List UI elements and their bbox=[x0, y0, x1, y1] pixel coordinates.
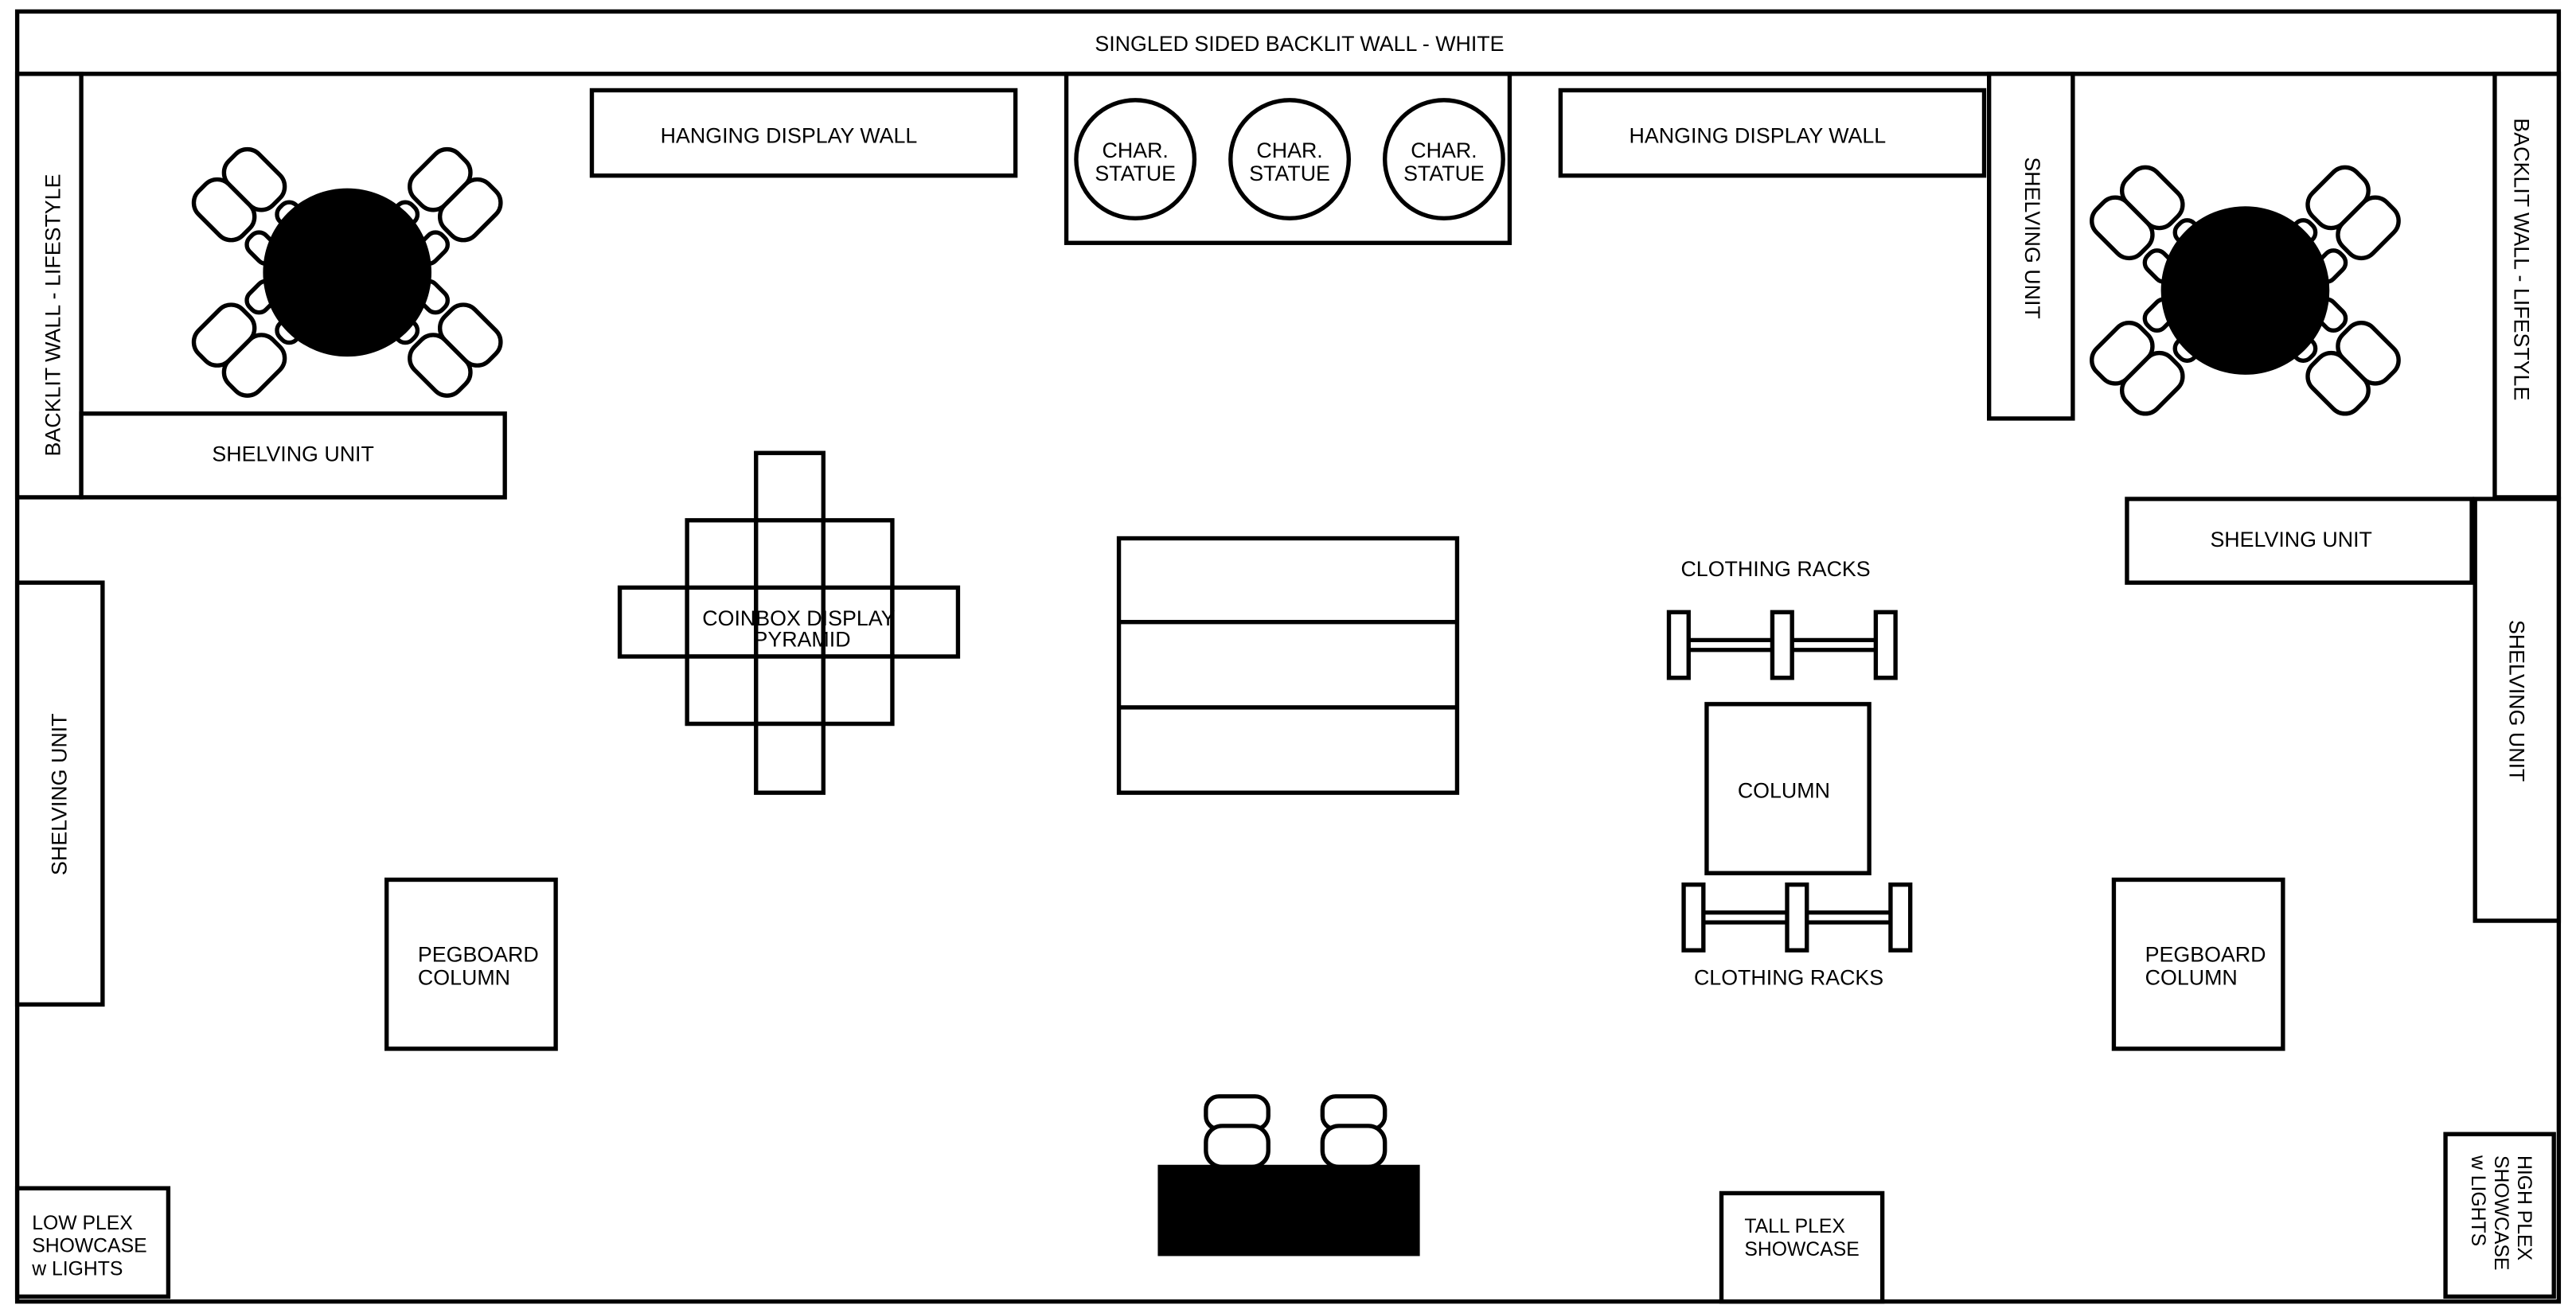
shelving-unit-left-vertical bbox=[14, 580, 105, 1007]
shelving-unit-top-left-label: SHELVING UNIT bbox=[212, 442, 374, 466]
statue-label: CHAR. bbox=[1411, 138, 1477, 162]
backlit-wall-left bbox=[14, 72, 84, 500]
shelving-unit-right-vertical bbox=[2473, 497, 2562, 923]
coinbox-label: COINBOX DISPLAY bbox=[702, 606, 895, 630]
center-display-table bbox=[1116, 536, 1460, 795]
hanging-display-wall-left bbox=[589, 88, 1018, 178]
dining-set-left bbox=[187, 142, 508, 403]
top-wall-label: SINGLED SIDED BACKLIT WALL - WHITE bbox=[1095, 32, 1504, 56]
tall-plex-showcase bbox=[1719, 1190, 1885, 1304]
coinbox-display-pyramid bbox=[617, 450, 961, 795]
dining-table-right bbox=[2160, 206, 2330, 375]
shelving-unit-top-right-label: SHELVING UNIT bbox=[2020, 157, 2044, 319]
tall-plex-showcase-label: TALL PLEX bbox=[1744, 1216, 1845, 1237]
shelving-unit-top-left bbox=[79, 411, 507, 500]
pegboard-column-left bbox=[384, 877, 558, 1051]
pegboard-column-right bbox=[2111, 877, 2285, 1051]
shelving-unit-top-right bbox=[1987, 72, 2075, 421]
dining-table-left bbox=[263, 188, 431, 357]
coinbox-label: PYRAMID bbox=[753, 628, 850, 652]
clothing-rack-top bbox=[1666, 610, 1898, 680]
column bbox=[1704, 702, 1872, 875]
statue-label: CHAR. bbox=[1256, 138, 1322, 162]
clothing-racks-bottom-label: CLOTHING RACKS bbox=[1694, 966, 1883, 990]
backlit-wall-right-label: BACKLIT WALL - LIFESTYLE bbox=[2510, 118, 2534, 400]
high-plex-showcase-label: SHOWCASE bbox=[2490, 1155, 2512, 1270]
pegboard-column-right-label: COLUMN bbox=[2145, 966, 2238, 990]
tall-plex-showcase-label: SHOWCASE bbox=[1744, 1239, 1859, 1260]
backlit-wall-right bbox=[2492, 72, 2562, 500]
shelving-unit-right bbox=[2125, 497, 2474, 585]
hanging-display-wall-right bbox=[1558, 88, 1987, 178]
clothing-rack-bottom bbox=[1681, 882, 1913, 953]
character-statue bbox=[1228, 98, 1351, 220]
cash-counter bbox=[1157, 1094, 1420, 1257]
statue-label: STATUE bbox=[1249, 162, 1330, 185]
pegboard-column-left-label: PEGBOARD bbox=[418, 943, 539, 967]
low-plex-showcase bbox=[14, 1186, 171, 1299]
statue-label: CHAR. bbox=[1103, 138, 1169, 162]
statue-label: STATUE bbox=[1403, 162, 1485, 185]
column-label: COLUMN bbox=[1738, 778, 1830, 802]
high-plex-showcase-label: HIGH PLEX bbox=[2513, 1155, 2535, 1260]
high-plex-showcase bbox=[2443, 1132, 2556, 1299]
clothing-racks-top-label: CLOTHING RACKS bbox=[1680, 557, 1870, 581]
statue-label: STATUE bbox=[1095, 162, 1176, 185]
shelving-unit-right-label: SHELVING UNIT bbox=[2210, 528, 2371, 551]
dining-set-right bbox=[2085, 161, 2406, 421]
low-plex-showcase-label: SHOWCASE bbox=[32, 1236, 146, 1257]
shelving-unit-left-vertical-label: SHELVING UNIT bbox=[48, 714, 72, 876]
hanging-display-wall-left-label: HANGING DISPLAY WALL bbox=[661, 123, 918, 147]
hanging-display-wall-right-label: HANGING DISPLAY WALL bbox=[1630, 123, 1887, 147]
backlit-wall-left-label: BACKLIT WALL - LIFESTYLE bbox=[41, 174, 64, 457]
low-plex-showcase-label: w LIGHTS bbox=[31, 1259, 123, 1280]
pegboard-column-right-label: PEGBOARD bbox=[2145, 943, 2266, 967]
high-plex-showcase-label: w LIGHTS bbox=[2467, 1155, 2488, 1246]
character-statue bbox=[1074, 98, 1197, 220]
shelving-unit-right-vertical-label: SHELVING UNIT bbox=[2505, 620, 2529, 782]
low-plex-showcase-label: LOW PLEX bbox=[32, 1213, 133, 1234]
pegboard-column-left-label: COLUMN bbox=[418, 966, 510, 990]
character-statue bbox=[1383, 98, 1505, 220]
